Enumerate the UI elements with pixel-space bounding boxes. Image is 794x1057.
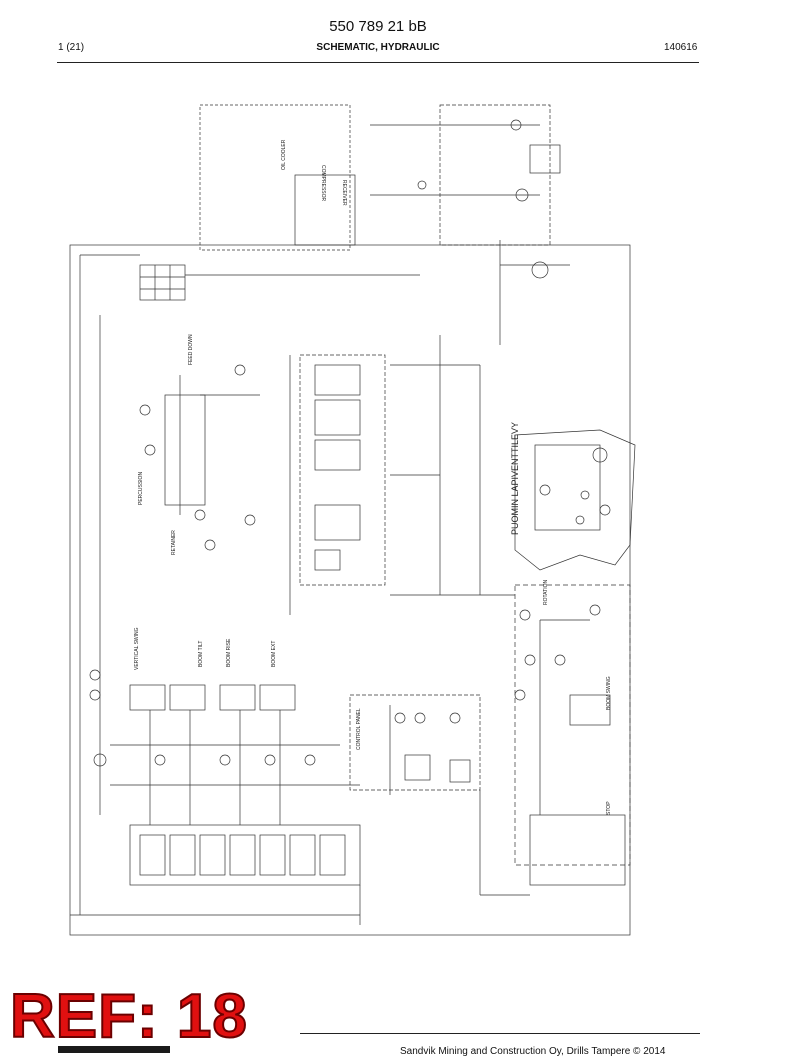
label-pump-plate: PUOMIN LAPIVENTTILEVY	[510, 422, 520, 535]
label-feed-down: FEED DOWN	[188, 334, 194, 365]
label-boom-swing: BOOM SWING	[606, 676, 612, 710]
logo-strip	[58, 1046, 170, 1053]
label-boom-tilt: BOOM TILT	[198, 641, 204, 667]
label-retainer: RETAINER	[171, 530, 177, 555]
page-indicator: 1 (21)	[58, 42, 85, 53]
label-boom-ext: BOOM EXT	[271, 641, 277, 667]
document-number: 550 789 21 bB	[329, 18, 427, 35]
document-date: 140616	[664, 42, 698, 53]
footer-company: Sandvik Mining and Construction Oy, Dril…	[400, 1046, 666, 1057]
ref-stamp: REF: 18	[9, 982, 248, 1051]
footer-rule	[300, 1033, 700, 1034]
label-vertical-swing: VERTICAL SWING	[134, 627, 140, 670]
label-rotation: ROTATION	[543, 580, 549, 605]
hydraulic-schematic: OIL COOLER COMPRESSOR RECEIVER FEED DOWN…	[69, 104, 636, 936]
label-stop: STOP	[606, 801, 612, 815]
label-oil-cooler: OIL COOLER	[281, 139, 287, 170]
header-rule	[57, 62, 699, 63]
label-compressor: COMPRESSOR	[320, 165, 326, 202]
label-control-panel: CONTROL PANEL	[356, 708, 362, 750]
label-boom-rise: BOOM RISE	[226, 638, 232, 667]
label-percussion: PERCUSSION	[138, 472, 144, 505]
document-title: SCHEMATIC, HYDRAULIC	[316, 42, 440, 53]
label-receiver: RECEIVER	[341, 180, 347, 206]
